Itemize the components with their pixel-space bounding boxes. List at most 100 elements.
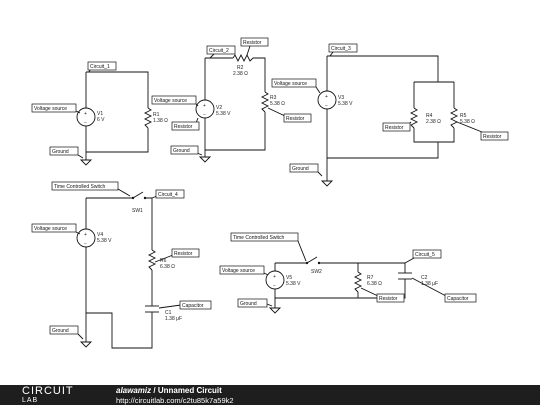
tag-voltage-source[interactable] <box>219 265 265 275</box>
v1-value: 6 V <box>97 117 105 123</box>
tag-circuit-1[interactable] <box>87 61 117 71</box>
tag-circuit-5[interactable] <box>412 249 442 259</box>
r4-name: R4 <box>426 113 433 119</box>
wire <box>327 55 439 82</box>
tag-resistor-label: Resistor <box>286 116 305 122</box>
r1-name: R1 <box>153 112 160 118</box>
tag-resistor[interactable] <box>376 293 405 303</box>
tag-ground-label: Ground <box>52 328 69 334</box>
tag-resistor-label: Resistor <box>379 296 398 302</box>
v3-name: V3 <box>338 95 344 101</box>
tag-voltage-source[interactable] <box>31 103 77 113</box>
voltage-source-v4[interactable]: + − V4 5.38 V <box>76 228 112 248</box>
v3-value: 5.38 V <box>338 101 353 107</box>
tag-voltage-source-label: Voltage source <box>34 226 67 232</box>
tag-resistor[interactable] <box>171 121 200 131</box>
tag-resistor[interactable] <box>480 131 509 141</box>
minus-sign: − <box>273 283 276 289</box>
tag-circuit-3[interactable] <box>328 43 358 53</box>
tag-resistor-label: Resistor <box>243 40 262 46</box>
circuit-1: + − V1 6 V R1 1.38 Ω <box>76 71 168 166</box>
logo-text-top: CIRCUIT <box>22 385 74 397</box>
tag-capacitor[interactable] <box>444 293 477 303</box>
resistor-r1[interactable]: R1 1.38 Ω <box>143 107 168 129</box>
r4-value: 2.38 Ω <box>426 119 441 125</box>
tag-ground[interactable] <box>170 145 199 155</box>
resistor-r7[interactable]: R7 6.38 Ω <box>353 271 382 293</box>
schematic-svg: + − V1 6 V R1 1.38 Ω R2 2.38 Ω + − <box>31 37 509 349</box>
plus-sign: + <box>84 232 87 238</box>
author-name[interactable]: alawamiz <box>116 386 152 395</box>
tag-time-controlled-switch[interactable] <box>51 181 119 191</box>
wire <box>253 57 266 92</box>
tag-ground[interactable] <box>49 146 79 156</box>
sw1-name: SW1 <box>132 208 143 214</box>
tag-resistor-label: Resistor <box>385 125 404 131</box>
wire <box>86 71 149 108</box>
r3-value: 5.38 Ω <box>270 101 285 107</box>
tag-resistor[interactable] <box>240 37 269 47</box>
tag-capacitor-label: Capacitor <box>182 303 204 309</box>
tag-resistor-label: Resistor <box>483 134 502 140</box>
switch-sw2[interactable]: SW2 <box>305 256 322 275</box>
r2-name: R2 <box>237 65 244 71</box>
v1-name: V1 <box>97 111 103 117</box>
tag-voltage-source[interactable] <box>151 95 197 105</box>
r7-value: 6.38 Ω <box>367 281 382 287</box>
tag-ground[interactable] <box>289 163 319 173</box>
v5-name: V5 <box>286 275 292 281</box>
circuitlab-logo[interactable]: CIRCUIT LAB <box>22 385 94 405</box>
v4-name: V4 <box>97 232 103 238</box>
tag-voltage-source-label: Voltage source <box>222 268 255 274</box>
capacitor-c2[interactable]: C2 1.38 μF <box>398 272 438 287</box>
wire <box>319 262 406 273</box>
voltage-source-v1[interactable]: + − V1 6 V <box>76 107 105 127</box>
tag-ground[interactable] <box>237 298 268 308</box>
wire <box>327 142 439 159</box>
tag-labels: Circuit_1 Voltage source Ground Circuit_… <box>31 37 509 340</box>
resistor-r4[interactable]: R4 2.38 Ω <box>409 107 441 129</box>
v2-value: 5.38 V <box>216 111 231 117</box>
tag-time-controlled-switch[interactable] <box>230 232 299 242</box>
logo-text-bottom: LAB <box>22 397 39 404</box>
capacitor-c1[interactable]: C1 1.38 μF <box>145 305 182 322</box>
tag-circuit-2[interactable] <box>206 45 236 55</box>
minus-sign: − <box>325 103 328 109</box>
tag-circuit-3-label: Circuit_3 <box>331 46 351 52</box>
voltage-source-v3[interactable]: + − V3 5.38 V <box>317 90 353 110</box>
tag-ground-label: Ground <box>240 301 257 307</box>
v5-value: 5.38 V <box>286 281 301 287</box>
resistor-r6[interactable]: R6 6.38 Ω <box>147 249 175 271</box>
r5-name: R5 <box>460 113 467 119</box>
minus-sign: − <box>203 112 206 118</box>
wire <box>86 312 153 349</box>
tag-resistor[interactable] <box>283 113 312 123</box>
tag-capacitor[interactable] <box>179 300 212 310</box>
circuit-3: + − V3 5.38 V R4 2.38 Ω R5 5.38 Ω <box>317 55 475 187</box>
tag-resistor[interactable] <box>382 122 411 132</box>
tag-voltage-source[interactable] <box>271 78 317 88</box>
r7-name: R7 <box>367 275 374 281</box>
resistor-r2[interactable]: R2 2.38 Ω <box>232 53 254 77</box>
tag-voltage-source-label: Voltage source <box>34 106 67 112</box>
tag-ground-label: Ground <box>292 166 309 172</box>
tag-circuit-4-label: Circuit_4 <box>158 192 178 198</box>
tag-voltage-source[interactable] <box>31 223 77 233</box>
plus-sign: + <box>203 103 206 109</box>
tag-circuit-4[interactable] <box>155 189 185 199</box>
v2-name: V2 <box>216 105 222 111</box>
resistor-r3[interactable]: R3 5.38 Ω <box>260 91 285 113</box>
voltage-source-v5[interactable]: + − V5 5.38 V <box>265 270 301 290</box>
tag-circuit-1-label: Circuit_1 <box>90 64 110 70</box>
resistor-r5[interactable]: R5 5.38 Ω <box>449 107 475 129</box>
circuit-2: R2 2.38 Ω + − V2 5.38 V R3 5.38 Ω <box>195 53 285 163</box>
voltage-source-v2[interactable]: + − V2 5.38 V <box>195 99 231 119</box>
circuit-url-link[interactable]: http://circuitlab.com/c2tu85k7a59k2 <box>116 396 234 405</box>
tag-ground[interactable] <box>49 325 79 335</box>
c1-value: 1.38 μF <box>165 316 182 322</box>
tag-voltage-source-label: Voltage source <box>274 81 307 87</box>
tag-resistor[interactable] <box>171 248 200 258</box>
plus-sign: + <box>273 274 276 280</box>
switch-sw1[interactable]: SW1 <box>131 191 147 214</box>
r6-name: R6 <box>160 258 167 264</box>
